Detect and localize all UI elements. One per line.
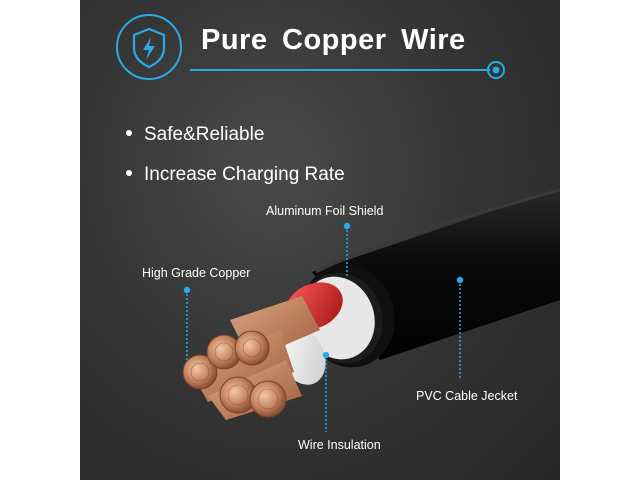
callout-foil-shield: Aluminum Foil Shield [266,204,384,218]
bullet-dot [126,169,132,176]
page-title: Pure Copper Wire [201,24,466,56]
copper-strands [182,296,320,420]
callout-copper: High Grade Copper [142,266,251,280]
title-underline [190,61,505,79]
callout-insulation: Wire Insulation [298,438,381,452]
callout-lines [183,222,464,432]
feature-item-charging: Increase Charging Rate [126,164,345,186]
product-banner: Pure Copper Wire Safe&Reliable Increase … [80,0,560,480]
feature-item-safe: Safe&Reliable [126,124,264,146]
shield-lightning-icon [116,14,182,80]
cable-illustration [116,14,560,432]
callout-jacket: PVC Cable Jecket [416,389,518,403]
bullet-dot [126,129,132,136]
